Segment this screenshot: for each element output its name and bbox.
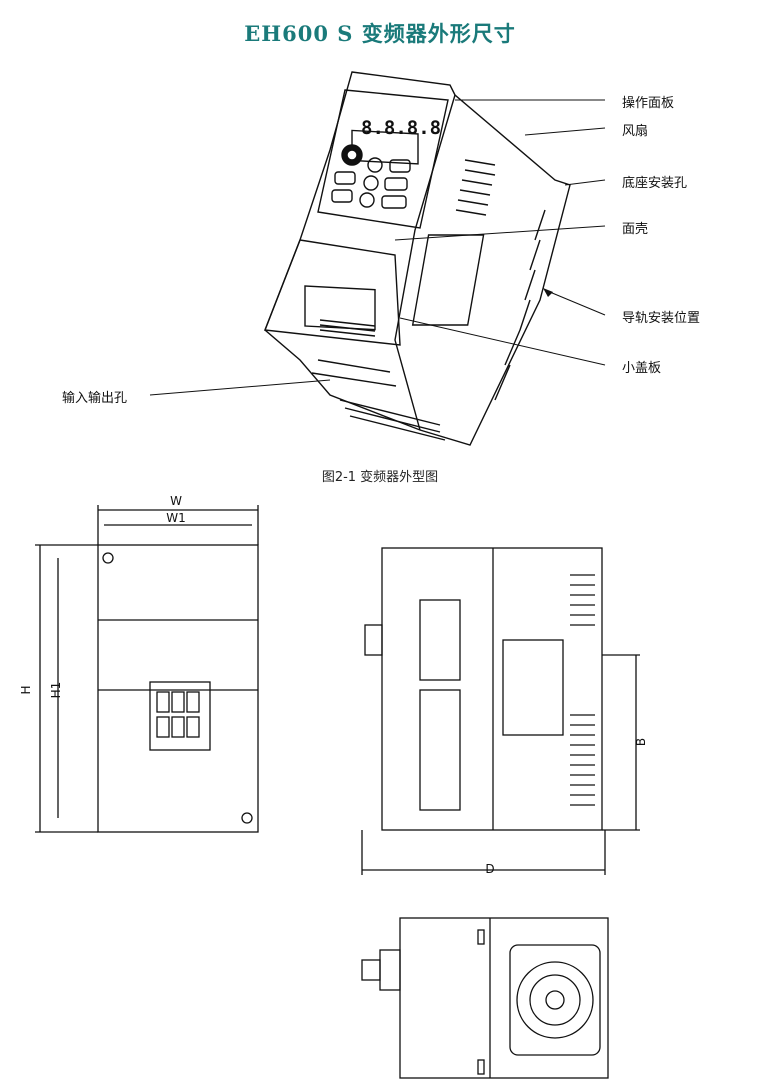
callout-rail-mount-position: 导轨安装位置	[622, 311, 701, 326]
dim-D-label: D	[485, 862, 494, 876]
dim-H1-label: H1	[49, 682, 63, 699]
callout-operation-panel: 操作面板	[622, 96, 675, 111]
callout-io-holes: 输入输出孔	[62, 391, 128, 406]
callout-fan: 风扇	[622, 124, 649, 139]
bottom-view	[361, 917, 609, 1079]
front-view	[35, 505, 259, 833]
page-title: EH600 S 变频器外形尺寸	[244, 21, 516, 46]
callout-face-shell: 面壳	[622, 222, 649, 237]
figure-caption: 图2-1 变频器外型图	[321, 470, 439, 485]
panel-display: 8.8.8.8	[361, 117, 441, 139]
callout-base-mount-hole: 底座安装孔	[622, 176, 688, 191]
dim-W1-label: W1	[166, 511, 186, 525]
dim-H-label: H	[19, 685, 33, 694]
isometric-view: 8.8.8.8	[264, 71, 571, 446]
callout-small-cover: 小盖板	[622, 361, 662, 376]
side-view	[361, 547, 640, 875]
dim-W-label: W	[170, 494, 182, 508]
dim-B-label: B	[634, 738, 648, 746]
